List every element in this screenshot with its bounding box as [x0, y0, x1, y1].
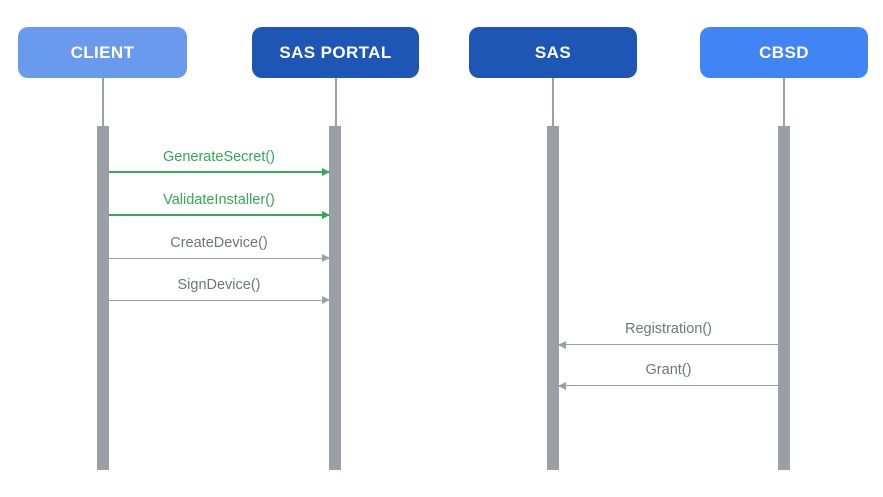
message-grant: Grant(): [558, 360, 778, 390]
lifeline-connector-cbsd: [783, 78, 785, 126]
arrow-left-icon: [558, 340, 566, 349]
message-generate-secret-label: GenerateSecret(): [162, 149, 276, 165]
lifeline-connector-client: [102, 78, 104, 126]
lifeline-connector-sas-portal: [335, 78, 337, 126]
arrow-left-icon: [558, 381, 566, 390]
actor-sas-portal-box: SAS PORTAL: [252, 27, 419, 78]
message-create-device-label: CreateDevice(): [170, 235, 268, 251]
message-create-device: CreateDevice(): [109, 233, 330, 262]
message-grant-line: [559, 384, 778, 386]
message-generate-secret: GenerateSecret(): [109, 147, 330, 176]
message-validate-installer: ValidateInstaller(): [109, 190, 330, 219]
arrow-right-icon: [322, 211, 330, 219]
message-registration: Registration(): [558, 319, 778, 349]
message-validate-installer-label: ValidateInstaller(): [163, 192, 275, 208]
activation-bar-sas: [547, 126, 559, 470]
message-registration-line: [559, 343, 778, 345]
actor-cbsd-box: CBSD: [700, 27, 868, 78]
message-sign-device-line: [109, 299, 329, 301]
message-sign-device: SignDevice(): [109, 275, 330, 304]
message-create-device-line: [109, 257, 329, 259]
lifeline-connector-sas: [552, 78, 554, 126]
activation-bar-cbsd: [778, 126, 790, 470]
activation-bar-sas-portal: [329, 126, 341, 470]
message-generate-secret-line: [109, 171, 329, 173]
message-validate-installer-line: [109, 214, 329, 216]
actor-sas-box: SAS: [469, 27, 637, 78]
actor-client-box: CLIENT: [18, 27, 187, 78]
message-registration-label: Registration(): [624, 321, 713, 337]
arrow-right-icon: [322, 254, 330, 262]
message-grant-label: Grant(): [645, 362, 692, 378]
arrow-right-icon: [322, 296, 330, 304]
arrow-right-icon: [322, 168, 330, 176]
activation-bar-client: [97, 126, 109, 470]
message-sign-device-label: SignDevice(): [177, 277, 261, 293]
